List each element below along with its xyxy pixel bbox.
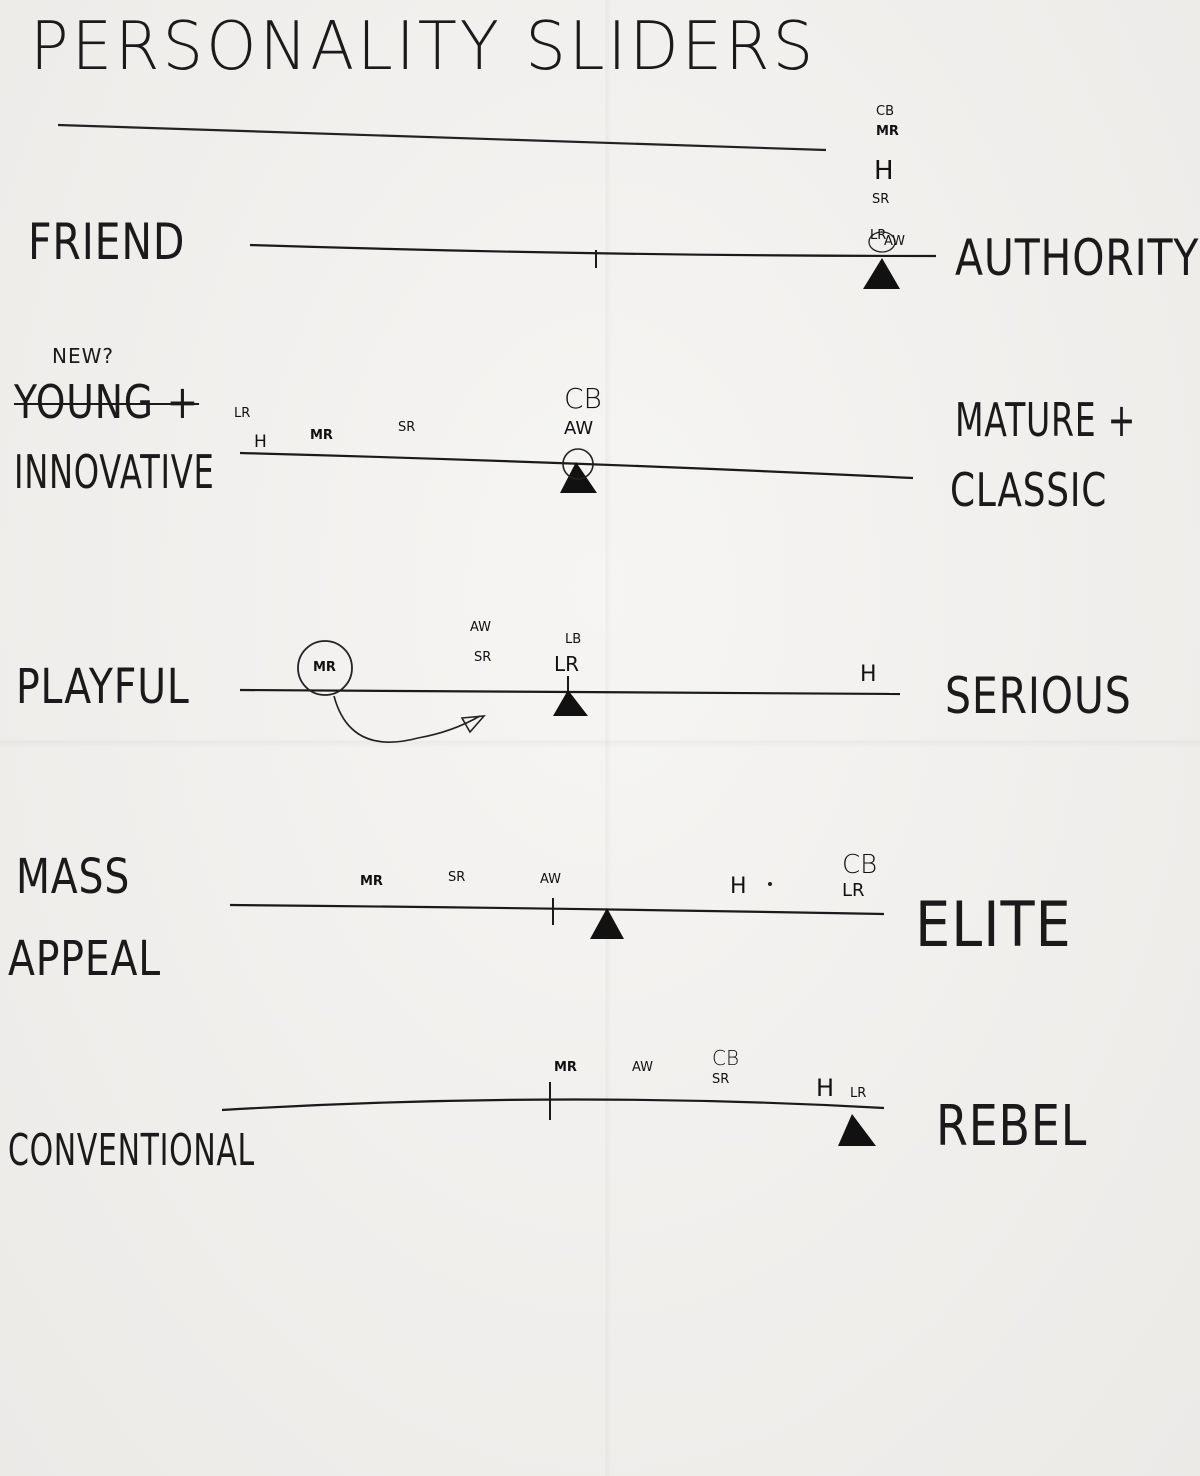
slider-2-right-label-line2: CLASSIC [950, 463, 1108, 517]
slider-2-mark-aw: AW [564, 418, 594, 439]
slider-5-mark-lr: LR [850, 1086, 867, 1101]
slider-3-arrowhead [460, 715, 486, 734]
page-title: PERSONALITY SLIDERS [30, 8, 817, 86]
slider-3-arrow [333, 695, 481, 743]
slider-3-mark-lb: LB [565, 632, 582, 647]
slider-2-mark-cb: CB [564, 382, 602, 415]
slider-2-line [239, 451, 914, 480]
slider-1-line [249, 243, 937, 258]
slider-1-scribble [868, 231, 896, 253]
slider-2-right-label-line1: MATURE + [955, 393, 1137, 447]
slider-1-right-label: AUTHORITY [955, 229, 1200, 287]
slider-4-mark-mr: MR [360, 874, 383, 889]
slider-3-line [239, 688, 901, 696]
slider-5-mark-sr: SR [712, 1072, 730, 1087]
slider-3-mark-aw: AW [470, 620, 492, 635]
slider-4-marker [590, 908, 624, 939]
slider-2-circle [562, 448, 594, 480]
slider-1-left-label: FRIEND [28, 213, 186, 271]
slider-2-mark-lr: LR [234, 406, 251, 421]
slider-5-mark-aw: AW [632, 1060, 654, 1075]
slider-5-line [221, 1098, 885, 1112]
slider-1-mark-lr: LR [870, 228, 887, 243]
slider-5-right-label: REBEL [936, 1094, 1088, 1159]
slider-3-marker [553, 690, 588, 716]
slider-4-line [229, 903, 885, 916]
slider-4-dot [768, 882, 772, 886]
slider-1-marker [863, 258, 900, 289]
slider-4-mark-cb: CB [842, 850, 878, 880]
slider-4-mark-sr: SR [448, 870, 466, 885]
slider-3-right-label: SERIOUS [945, 667, 1132, 725]
slider-3-mr-circle [297, 640, 353, 696]
slider-1-mark-mr: MR [876, 124, 899, 139]
slider-3-mark-mr: MR [313, 660, 336, 675]
slider-1-mark-sr: SR [872, 192, 890, 207]
slider-4-right-label: ELITE [915, 888, 1072, 961]
slider-1-mark-aw: AW [884, 234, 906, 249]
slider-1-mark-h: H [874, 156, 894, 186]
slider-2-note: NEW? [52, 344, 114, 368]
slider-4-mark-lr: LR [842, 880, 865, 901]
slider-4-mark-h: H [730, 874, 747, 899]
slider-5-mark-cb: CB [712, 1046, 740, 1070]
slider-4-mark-aw: AW [540, 872, 562, 887]
slider-4-left-label-line2: APPEAL [8, 931, 162, 987]
slider-3-mark-sr: SR [474, 650, 492, 665]
slider-2-mark-mr: MR [310, 428, 333, 443]
slider-3-left-label: PLAYFUL [16, 659, 190, 715]
slider-2-left-label-line2: INNOVATIVE [14, 445, 215, 499]
slider-4-left-label-line1: MASS [16, 849, 131, 905]
slider-5-marker [838, 1114, 876, 1146]
slider-2-mark-sr: SR [398, 420, 416, 435]
slider-2-left-label-line1: YOUNG + [14, 375, 200, 429]
slider-5-left-label: CONVENTIONAL [8, 1125, 255, 1176]
slider-2-mark-h: H [254, 432, 267, 452]
slider-5-mark-mr: MR [554, 1060, 577, 1075]
slider-2-marker [560, 462, 597, 493]
slider-3-mark-lr: LR [554, 652, 580, 676]
title-underline [57, 123, 827, 152]
slider-5-mark-h: H [816, 1074, 835, 1102]
slider-1-mark-cb: CB [876, 104, 894, 119]
slider-3-mark-h: H [860, 662, 877, 687]
